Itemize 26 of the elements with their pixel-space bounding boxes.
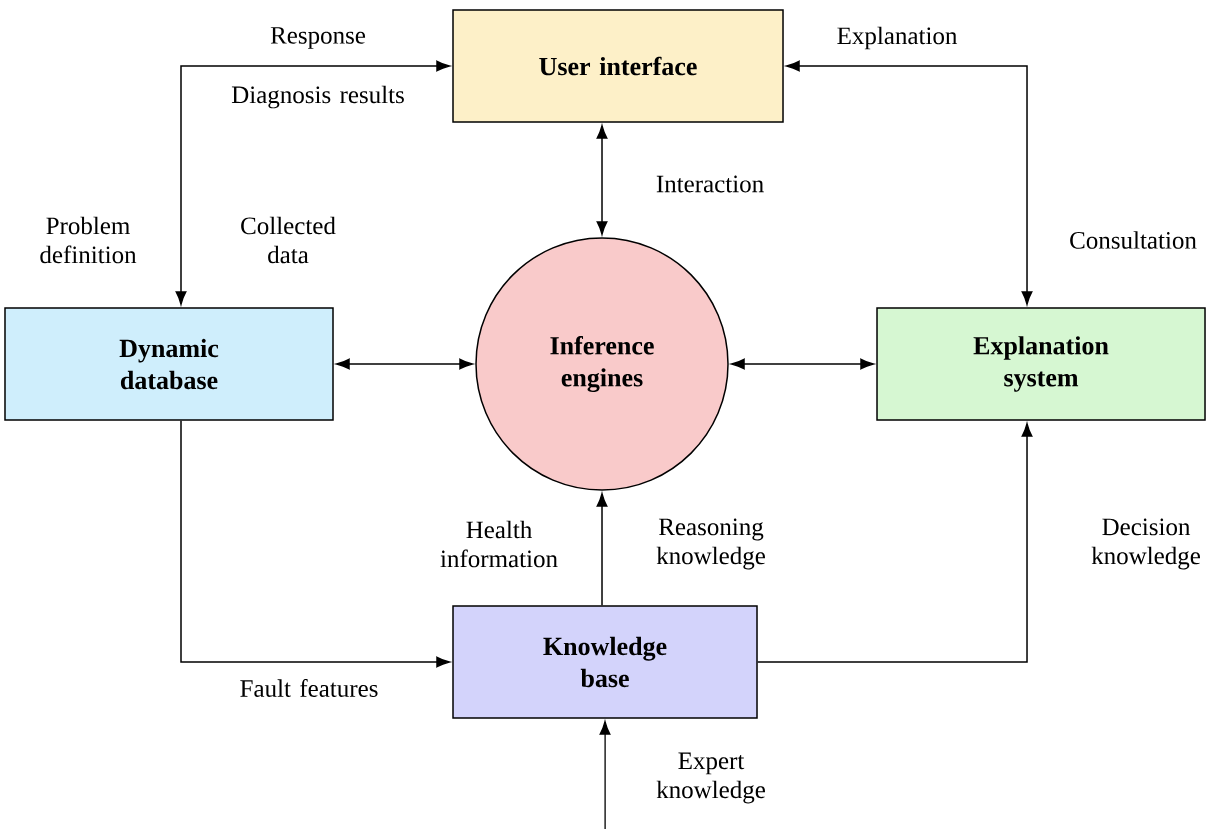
annotation: Interaction (656, 175, 764, 193)
annotation: Health information (440, 520, 558, 568)
annotation: Diagnosis results (231, 85, 404, 109)
process-box: Knowledge base (452, 605, 758, 719)
annotation: Fault features (240, 679, 378, 697)
annotation: Problem definition (40, 216, 137, 264)
circle-node: Inference engines (475, 237, 729, 491)
arrow (599, 721, 611, 829)
process-box: User interface (452, 9, 784, 123)
annotation: Collected data (241, 216, 336, 264)
process-box: Explanation system (876, 307, 1206, 421)
arrow (336, 358, 473, 370)
annotation: Response (270, 27, 366, 49)
annotation: Expert knowledge (656, 752, 765, 804)
arrow (596, 493, 608, 606)
annotation: Decision knowledge (1091, 518, 1200, 570)
arrow (757, 423, 1033, 663)
annotation: Explanation (837, 26, 958, 50)
arrow (175, 60, 450, 305)
arrow (180, 420, 450, 668)
arrow (731, 358, 874, 370)
arrow (786, 60, 1033, 305)
process-box: Dynamic database (4, 307, 334, 421)
annotation: Reasoning knowledge (656, 518, 765, 570)
arrow (596, 125, 608, 235)
annotation: Consultation (1070, 231, 1197, 249)
